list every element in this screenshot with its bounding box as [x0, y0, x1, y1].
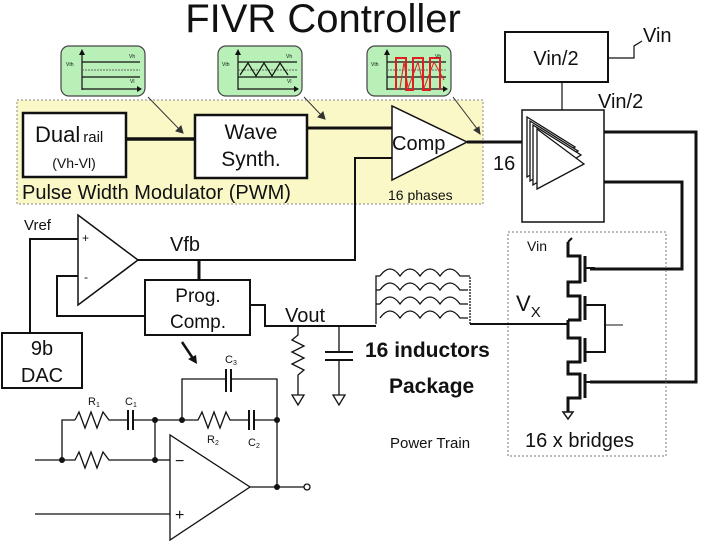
c3-label: C3 [225, 354, 237, 367]
output-capacitor-icon [325, 326, 353, 407]
power-train-label: Power Train [390, 435, 470, 452]
svg-text:−: − [175, 453, 184, 470]
svg-text:Vin: Vin [643, 25, 672, 47]
svg-text:Vfb: Vfb [170, 234, 200, 256]
svg-text:16 phases: 16 phases [388, 187, 453, 203]
comparator [391, 104, 469, 182]
svg-text:(Vh-Vl): (Vh-Vl) [52, 155, 96, 171]
bridge-region [507, 231, 667, 457]
bridge-transistor-stack [566, 237, 623, 412]
svg-text:Vin/2: Vin/2 [533, 48, 578, 70]
gate-wire-high [590, 130, 698, 384]
waveform-icon-rails: Vth Vh Vl [60, 45, 146, 97]
ground-icon [561, 411, 575, 421]
svg-text:Vl: Vl [287, 79, 291, 85]
svg-text:Comp.: Comp. [170, 312, 226, 333]
vin-half-block [504, 31, 609, 83]
svg-text:Vth: Vth [371, 62, 379, 68]
svg-text:Synth.: Synth. [221, 148, 281, 171]
svg-text:16 x bridges: 16 x bridges [525, 430, 634, 452]
icon-pointer-arrows [147, 96, 481, 136]
svg-text:Comp: Comp [392, 133, 445, 155]
prog-comp-block [144, 279, 251, 336]
r1-label: R1 [88, 396, 100, 409]
vref-wire [29, 238, 78, 333]
dual-rail-block [21, 111, 128, 179]
inductors-label: 16 inductors [365, 339, 490, 362]
vout-wire [250, 304, 376, 327]
diagram-title: FIVR Controller [185, 0, 461, 41]
bus-width-label: 16 [493, 153, 515, 175]
svg-text:Vth: Vth [222, 62, 230, 68]
gate-wire-low [590, 180, 684, 271]
pwm-label: Pulse Width Modulator (PWM) [22, 182, 291, 204]
compensation-network [35, 369, 311, 542]
junction-dots [59, 417, 280, 490]
svg-text:Vh: Vh [435, 54, 441, 60]
svg-text:Vout: Vout [285, 305, 325, 327]
svg-text:-: - [84, 270, 88, 284]
dac-block [1, 332, 83, 389]
svg-text:Wave: Wave [225, 121, 278, 144]
svg-text:DAC: DAC [21, 365, 63, 387]
driver-buffers-icon [526, 115, 586, 191]
package-label: Package [389, 375, 474, 398]
c2-label: C2 [248, 437, 260, 450]
vin-terminal [608, 40, 643, 59]
svg-text:Vref: Vref [24, 217, 52, 234]
svg-text:9b: 9b [31, 338, 53, 360]
svg-text:Vin/2: Vin/2 [598, 91, 643, 113]
svg-text:Vh: Vh [129, 54, 135, 60]
error-amplifier [77, 213, 140, 307]
svg-text:Vh: Vh [286, 54, 292, 60]
inductor-bank-icon [375, 268, 471, 324]
vfb-wire [138, 157, 392, 261]
feedback-wire [56, 275, 145, 317]
waveform-icon-triangle: Vth Vh Vl [217, 45, 303, 97]
svg-text:+: + [175, 507, 184, 524]
svg-text:Prog.: Prog. [175, 286, 220, 307]
r2-label: R2 [207, 434, 219, 447]
load-resistor-icon [290, 326, 306, 407]
c1-label: C1 [125, 396, 137, 409]
svg-text:Vl: Vl [130, 79, 134, 85]
svg-text:Vin: Vin [527, 238, 547, 254]
wave-synth-block [193, 113, 309, 180]
waveform-icon-pwm-pulses: Vth Vh [366, 45, 452, 97]
svg-text:+: + [82, 231, 89, 245]
svg-text:Vth: Vth [66, 62, 74, 68]
vx-label: VX [516, 291, 541, 321]
